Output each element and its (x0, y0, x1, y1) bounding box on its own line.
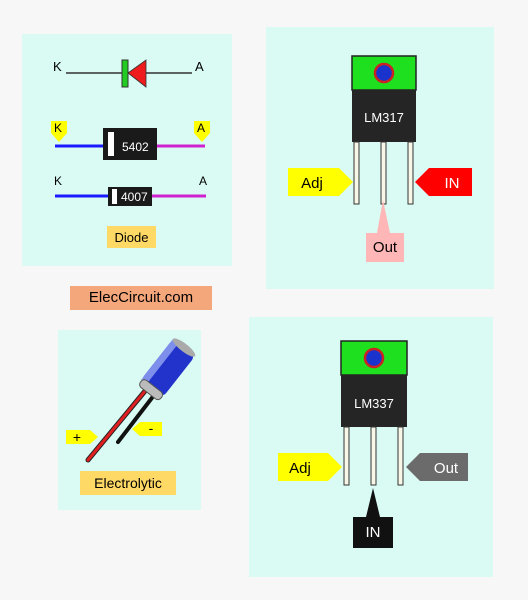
capacitor-lead-plus (86, 383, 152, 462)
capacitor-plus-label: + (73, 429, 81, 445)
lm337-adj-arrow (278, 453, 342, 481)
diode-5402-k-label: K (54, 121, 62, 135)
capacitor-body (142, 340, 194, 396)
diode-symbol: K A (53, 59, 204, 88)
lm337-out-label: Out (434, 460, 459, 477)
diode-symbol-cathode-bar (121, 59, 129, 88)
lm337-mount-hole (363, 347, 385, 369)
lm337-pin-adj (343, 426, 350, 486)
diode-symbol-triangle (127, 59, 147, 88)
lm337-adj-label: Adj (289, 460, 311, 477)
lm337-in-label: IN (366, 524, 381, 541)
capacitor-lead-minus (116, 388, 160, 444)
diode-5402-code: 5402 (122, 140, 149, 154)
capacitor-minus-tag (132, 422, 162, 436)
diode-4007-code: 4007 (121, 190, 148, 204)
diode-5402-band (108, 132, 114, 156)
electrolytic-capacitor: + - (66, 338, 196, 463)
lm317-mount-hole (373, 62, 395, 84)
lm317-pin-in (407, 141, 414, 205)
lm337-out-arrow (406, 453, 468, 481)
lm337-in-arrow (353, 488, 393, 548)
capacitor-sleeve-stripe (140, 338, 179, 385)
lm317-pin-out (380, 141, 387, 205)
lm337-regulator: LM337 Adj Out IN (278, 340, 468, 548)
lm337-pin-out (397, 426, 404, 486)
diode-4007: 4007 K A (54, 174, 207, 206)
capacitor-plus-tag (66, 430, 98, 444)
capacitor-base (139, 379, 163, 401)
diode-caption: Diode (115, 230, 149, 245)
lm337-part-label: LM337 (354, 396, 394, 411)
lm317-out-arrow (366, 200, 404, 262)
diode-4007-band (112, 189, 117, 204)
lm317-pin-adj (353, 141, 360, 205)
diode-caption-box (107, 226, 156, 248)
diode-5402-k-tag (51, 121, 67, 142)
lm317-regulator: LM317 Adj IN Out (288, 55, 472, 262)
capacitor-caption: Electrolytic (94, 475, 162, 491)
diode-5402-a-tag (194, 121, 210, 142)
lm317-part-label: LM317 (364, 110, 404, 125)
lm317-out-label: Out (373, 239, 398, 256)
diode-4007-k-label: K (54, 174, 62, 188)
lm317-adj-label: Adj (301, 175, 323, 192)
lm317-adj-arrow (288, 168, 353, 196)
diode-4007-body (108, 187, 152, 206)
capacitor-caption-box (80, 471, 176, 495)
diode-5402: 5402 K A (51, 121, 210, 160)
diode-4007-a-label: A (199, 174, 207, 188)
lm317-body (352, 90, 416, 142)
diode-symbol-k-label: K (53, 59, 62, 74)
diode-symbol-a-label: A (195, 59, 204, 74)
capacitor-minus-label: - (149, 420, 154, 436)
lm337-heatsink-tab (340, 340, 408, 376)
lm337-body (341, 375, 407, 427)
lm337-pin-in (370, 426, 377, 486)
brand-label: ElecCircuit.com (70, 286, 212, 310)
capacitor-top (172, 338, 196, 357)
diode-5402-a-label: A (197, 121, 205, 135)
lm317-in-label: IN (445, 175, 460, 192)
lm317-in-arrow (415, 168, 472, 196)
